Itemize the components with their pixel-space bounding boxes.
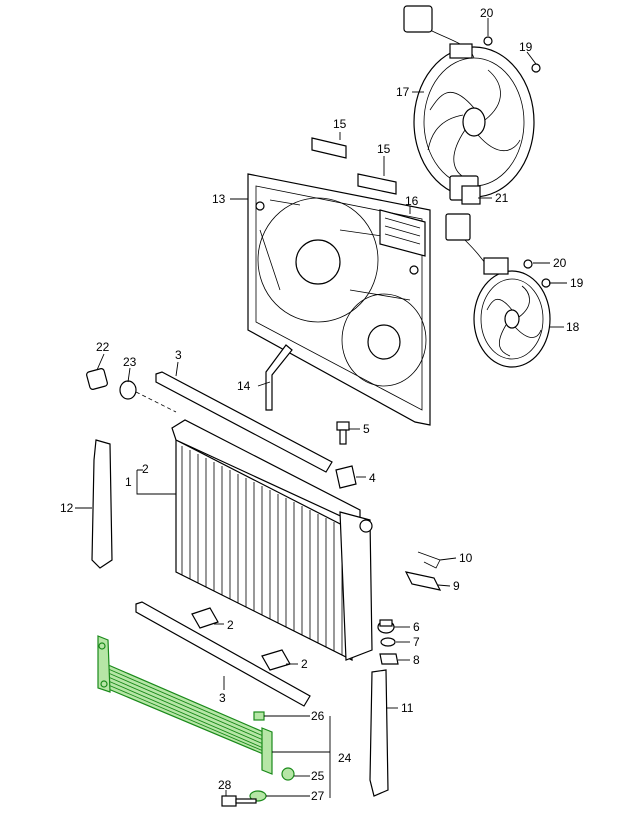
grille-16 (379, 209, 426, 257)
fan-18 (445, 213, 551, 368)
callout-labels: 20 19 17 15 15 13 16 21 20 19 18 22 23 3… (60, 6, 584, 803)
callout-24: 24 (338, 751, 352, 765)
bolt-28 (221, 795, 257, 807)
callout-16: 16 (405, 194, 419, 208)
bracket-12 (91, 439, 113, 569)
bracket-9 (404, 571, 442, 591)
callout-20a: 20 (480, 6, 494, 20)
upper-bar-3 (155, 371, 333, 473)
callout-2c: 2 (301, 657, 308, 671)
callout-19a: 19 (519, 40, 533, 54)
callout-15b: 15 (377, 142, 391, 156)
mount-4 (335, 465, 357, 489)
callout-21: 21 (495, 191, 509, 205)
callout-3b: 3 (219, 691, 226, 705)
callout-22: 22 (96, 340, 110, 354)
callout-6: 6 (413, 620, 420, 634)
callout-19b: 19 (570, 276, 584, 290)
callout-15a: 15 (333, 117, 347, 131)
bracket-2-right (261, 649, 291, 671)
bracket-11 (369, 669, 389, 797)
callout-2b: 2 (227, 618, 234, 632)
fan-17 (403, 5, 541, 198)
pad-8 (379, 653, 399, 665)
callout-1: 1 (125, 475, 132, 489)
callout-7: 7 (413, 635, 420, 649)
callout-13: 13 (212, 192, 226, 206)
callout-20b: 20 (553, 256, 567, 270)
callout-10: 10 (459, 551, 473, 565)
callout-12: 12 (60, 501, 74, 515)
fan-shroud-13 (247, 173, 431, 426)
bolt-5 (336, 421, 350, 445)
hose-14 (265, 344, 293, 411)
callout-9: 9 (453, 579, 460, 593)
clip-10 (417, 551, 441, 569)
callout-26: 26 (311, 709, 325, 723)
callout-2a: 2 (142, 462, 149, 476)
callout-4: 4 (369, 471, 376, 485)
callout-8: 8 (413, 653, 420, 667)
callout-28: 28 (218, 778, 232, 792)
callout-25: 25 (311, 769, 325, 783)
callout-11: 11 (401, 701, 414, 715)
callout-5: 5 (363, 422, 370, 436)
bracket-2-left (191, 607, 219, 629)
radiator-fins (181, 446, 343, 655)
callout-17: 17 (396, 85, 410, 99)
lower-bar-3 (135, 601, 311, 707)
callout-23: 23 (123, 355, 137, 369)
bolt-26 (253, 711, 265, 721)
oil-cooler-24 (97, 635, 273, 775)
callout-27: 27 (311, 789, 325, 803)
callout-18: 18 (566, 320, 580, 334)
callout-14: 14 (237, 379, 251, 393)
sleeve-22 (86, 368, 108, 390)
connector-21 (449, 175, 481, 205)
seal-strip-15a (311, 137, 347, 159)
grommet-6 (377, 619, 395, 634)
seal-strip-15b (357, 173, 397, 195)
leader-lines (75, 18, 567, 798)
nut-25 (281, 767, 295, 781)
callout-3a: 3 (175, 348, 182, 362)
washer-7 (380, 637, 396, 647)
radiator-1 (171, 419, 373, 661)
